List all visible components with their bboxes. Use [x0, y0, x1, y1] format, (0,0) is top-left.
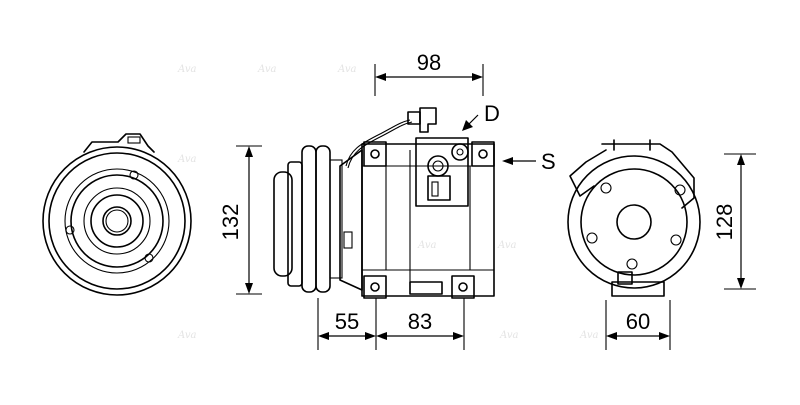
rear-view: [567, 139, 701, 297]
watermark: Ava: [499, 330, 518, 341]
watermark: Ava: [497, 240, 516, 251]
dimension-128: 128: [712, 153, 756, 290]
dimension-132-label: 132: [218, 204, 243, 241]
dimension-55: 55: [317, 298, 377, 350]
watermark: Ava: [579, 330, 598, 341]
dimension-83: 83: [376, 298, 465, 350]
front-view: [42, 133, 192, 296]
side-view: [273, 107, 495, 299]
watermark: Ava: [177, 330, 196, 341]
suction-port-marker: S: [502, 149, 556, 174]
watermark: Ava: [417, 240, 436, 251]
discharge-port-label: D: [484, 101, 500, 126]
suction-port-label: S: [541, 149, 556, 174]
dimension-83-label: 83: [408, 309, 432, 334]
watermark-layer: Ava Ava Ava Ava Ava Ava Ava Ava Ava: [177, 64, 598, 341]
watermark: Ava: [257, 64, 276, 75]
dimension-55-label: 55: [335, 309, 359, 334]
watermark: Ava: [177, 64, 196, 75]
dimension-132: 132: [218, 145, 262, 295]
watermark: Ava: [177, 154, 196, 165]
dimension-98-label: 98: [417, 50, 441, 75]
watermark: Ava: [337, 64, 356, 75]
dimension-60-label: 60: [626, 309, 650, 334]
dimension-128-label: 128: [712, 204, 737, 241]
discharge-port-marker: D: [462, 101, 500, 131]
dimension-98: 98: [374, 50, 484, 96]
dimension-60: 60: [605, 300, 671, 350]
